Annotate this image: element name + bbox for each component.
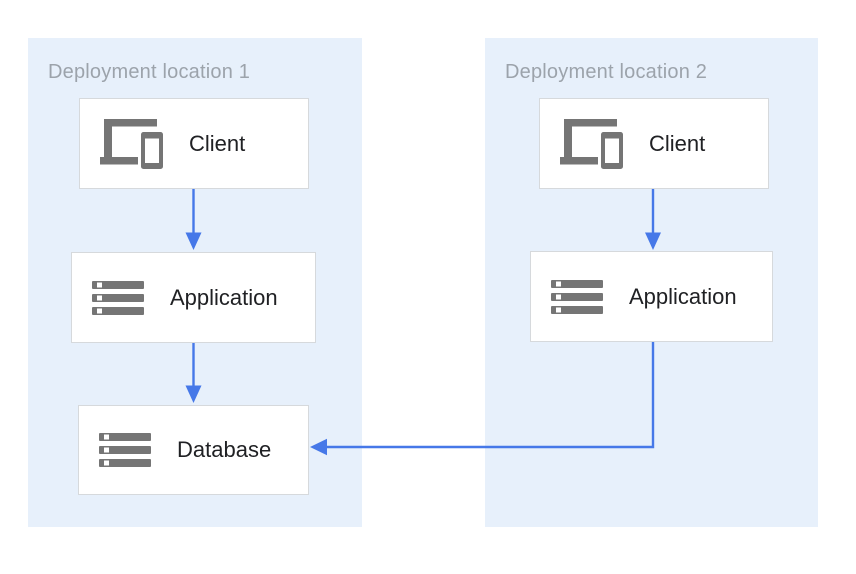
node-label: Application bbox=[629, 283, 737, 309]
node-label: Application bbox=[170, 284, 278, 310]
devices-icon bbox=[560, 118, 623, 169]
node-database-1: Database bbox=[78, 405, 309, 495]
node-client-1: Client bbox=[79, 98, 309, 189]
node-label: Database bbox=[177, 437, 272, 462]
node-client-2: Client bbox=[539, 98, 769, 189]
node-application-2: Application bbox=[530, 251, 773, 342]
node-label: Client bbox=[189, 130, 246, 156]
panel-title: Deployment location 1 bbox=[48, 61, 251, 83]
node-application-1: Application bbox=[71, 252, 316, 343]
devices-icon bbox=[100, 118, 163, 169]
server-stack-icon bbox=[99, 433, 151, 467]
panel-title: Deployment location 2 bbox=[505, 61, 708, 83]
node-label: Client bbox=[649, 130, 706, 156]
server-stack-icon bbox=[551, 279, 603, 314]
server-stack-icon bbox=[92, 280, 144, 315]
